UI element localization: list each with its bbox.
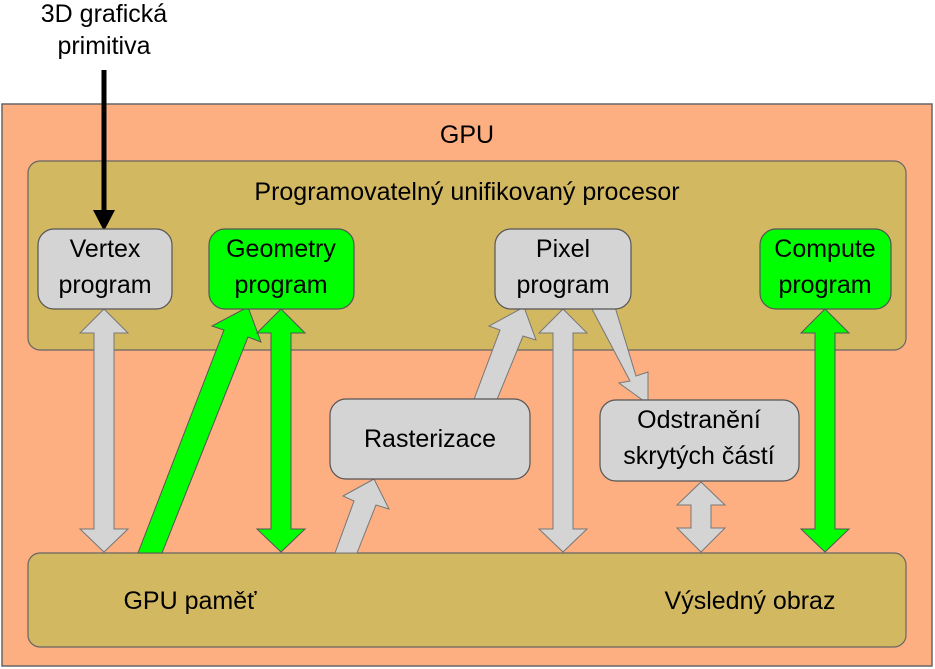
input-label-line1: 3D grafická <box>41 0 168 28</box>
vertex-program-node: Vertex program <box>37 228 173 310</box>
pixel-program-node: Pixel program <box>494 228 632 310</box>
processor-label: Programovatelný unifikovaný procesor <box>254 178 679 206</box>
compute-memory-arrow <box>799 308 851 553</box>
compute-program-node: Compute program <box>759 228 892 310</box>
geometry-program-line1: Geometry <box>226 235 336 263</box>
rasterizer-pixel-arrow <box>472 306 537 403</box>
input-arrowhead <box>93 210 115 231</box>
memory-geometry-arrow <box>137 306 262 554</box>
hidden-removal-line1: Odstranění <box>637 406 761 434</box>
hidden-removal-node: Odstranění skrytých částí <box>599 399 800 482</box>
geometry-program-node: Geometry program <box>208 228 355 310</box>
pixel-program-line2: program <box>516 271 609 299</box>
input-label-line2: primitiva <box>57 32 150 60</box>
memory-rasterizer-arrow <box>334 478 390 554</box>
vertex-memory-arrow <box>78 308 130 553</box>
pixel-memory-arrow <box>537 308 589 553</box>
compute-program-line2: program <box>778 271 871 299</box>
pixel-program-line1: Pixel <box>536 235 590 263</box>
vertex-program-line1: Vertex <box>70 235 141 263</box>
geometry-program-line2: program <box>234 271 327 299</box>
rasterizer-node: Rasterizace <box>329 398 531 480</box>
memory-label-left: GPU paměť <box>123 587 257 615</box>
hidden-output-arrow <box>675 481 727 553</box>
geometry-memory-arrow <box>255 308 307 553</box>
hidden-removal-line2: skrytých částí <box>623 442 774 470</box>
compute-program-line1: Compute <box>774 235 875 263</box>
pixel-hidden-arrow <box>591 306 649 405</box>
memory-label-right: Výsledný obraz <box>665 587 836 615</box>
gpu-label: GPU <box>440 121 494 149</box>
vertex-program-line2: program <box>58 271 151 299</box>
memory-panel <box>27 552 907 648</box>
rasterizer-label: Rasterizace <box>364 425 496 453</box>
